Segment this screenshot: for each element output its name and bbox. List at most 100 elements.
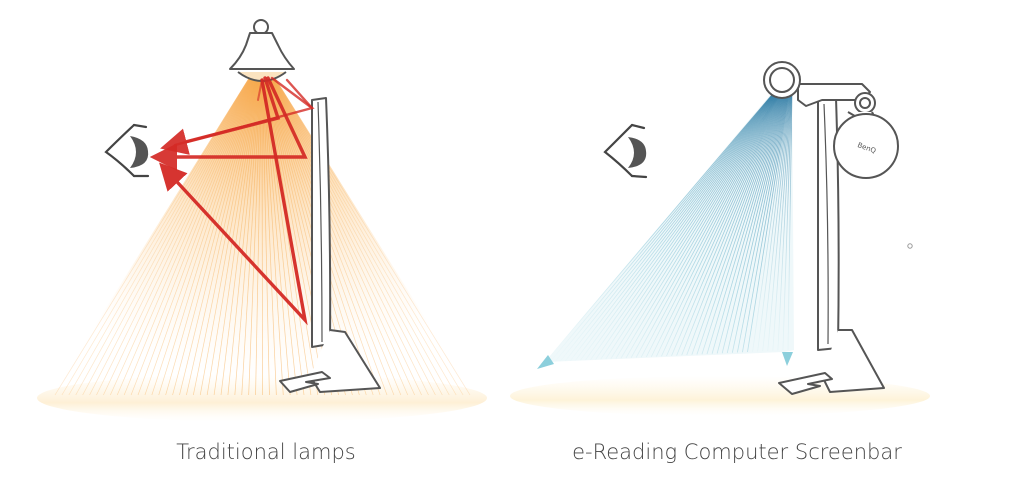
warm-ray xyxy=(271,77,429,396)
cool-ray xyxy=(569,89,778,361)
monitor-icon-right xyxy=(778,97,885,395)
cool-ray xyxy=(686,89,786,356)
warm-ray xyxy=(241,77,262,396)
focused-light-beam xyxy=(544,88,794,363)
cool-ray xyxy=(742,89,790,353)
beam-arrow-left xyxy=(537,355,554,369)
cool-ray xyxy=(595,89,780,360)
cool-ray xyxy=(661,89,785,357)
warm-ray xyxy=(68,77,252,396)
cool-ray xyxy=(605,89,781,360)
monitor-icon xyxy=(279,97,381,393)
cool-ray xyxy=(676,89,786,356)
warm-ray xyxy=(272,77,450,396)
cool-ray xyxy=(645,89,784,358)
cool-ray xyxy=(650,89,784,357)
warm-ray xyxy=(186,77,258,396)
cool-ray xyxy=(549,89,777,363)
warm-light-rays xyxy=(54,76,471,396)
cool-ray xyxy=(716,89,788,354)
screenbar-panel: BenQ xyxy=(510,61,930,416)
cool-ray xyxy=(752,89,791,352)
eye-icon-right xyxy=(603,123,648,179)
cool-ray xyxy=(777,89,792,351)
beam-arrow-down xyxy=(782,352,793,366)
cool-ray xyxy=(544,89,777,363)
cool-ray xyxy=(691,89,787,355)
cool-ray xyxy=(696,89,787,355)
warm-ray xyxy=(172,77,258,396)
cool-ray xyxy=(731,89,789,353)
warm-ray xyxy=(206,77,260,396)
warm-ray xyxy=(269,77,395,396)
warm-ray xyxy=(137,77,256,396)
cool-ray xyxy=(736,89,790,353)
cool-ray xyxy=(620,89,782,359)
warm-ray xyxy=(179,77,258,396)
eye-icon xyxy=(104,123,150,178)
warm-ray xyxy=(262,77,270,396)
cool-ray xyxy=(782,89,793,351)
cool-ray xyxy=(681,89,786,356)
cool-ray xyxy=(671,89,785,356)
cool-ray xyxy=(726,89,789,354)
warm-ray xyxy=(255,77,262,396)
cool-ray xyxy=(630,89,783,358)
warm-ray xyxy=(271,77,436,396)
cool-ray xyxy=(559,89,778,362)
warm-ray xyxy=(61,77,251,396)
caption-traditional-lamps: Traditional lamps xyxy=(176,440,356,464)
warm-ray xyxy=(270,77,422,396)
warm-ray xyxy=(165,77,257,396)
warm-ray xyxy=(144,77,256,396)
warm-ray xyxy=(261,77,263,396)
cool-ray xyxy=(666,89,785,357)
cool-ray xyxy=(787,89,793,351)
cool-ray xyxy=(767,89,792,352)
warm-ray xyxy=(54,77,251,396)
cool-ray xyxy=(701,89,787,355)
warm-ray xyxy=(248,77,262,396)
cool-ray xyxy=(772,89,792,351)
cool-ray xyxy=(590,89,780,360)
warm-ray xyxy=(272,77,457,396)
warm-ray xyxy=(263,77,291,396)
warm-ray xyxy=(273,77,464,396)
cool-ray xyxy=(564,89,778,362)
warm-ray xyxy=(272,77,443,396)
warm-ray xyxy=(234,77,261,396)
traditional-lamp-panel xyxy=(37,19,487,422)
cool-ray xyxy=(747,89,790,353)
cool-ray xyxy=(615,89,782,359)
cool-ray xyxy=(575,89,779,361)
warm-ray xyxy=(213,77,260,396)
warm-ray xyxy=(270,77,415,396)
warm-ray xyxy=(220,77,260,396)
cool-ray xyxy=(610,89,781,359)
cool-ray xyxy=(706,89,788,355)
warm-ray xyxy=(151,77,256,396)
cool-ray xyxy=(721,89,789,354)
cool-ray xyxy=(711,89,788,354)
cool-ray xyxy=(640,89,783,358)
cool-ray xyxy=(585,89,779,361)
warm-ray xyxy=(227,77,261,396)
cool-ray xyxy=(580,89,779,361)
cool-ray xyxy=(600,89,780,360)
cool-ray xyxy=(635,89,783,358)
screenbar-icon: BenQ xyxy=(763,61,899,179)
lamp-icon xyxy=(229,19,295,82)
decorative-dot xyxy=(907,243,913,249)
cool-floor-glow xyxy=(510,376,930,416)
cool-ray xyxy=(762,89,791,352)
warm-ray xyxy=(262,77,277,396)
cool-ray xyxy=(656,89,784,357)
warm-ray xyxy=(273,77,471,396)
glare-arrow-icon xyxy=(149,76,315,326)
cool-ray xyxy=(554,89,777,362)
caption-screenbar: e-Reading Computer Screenbar xyxy=(572,440,902,464)
cool-ray xyxy=(757,89,791,352)
warm-ray xyxy=(262,77,284,396)
warm-ray xyxy=(158,77,257,396)
